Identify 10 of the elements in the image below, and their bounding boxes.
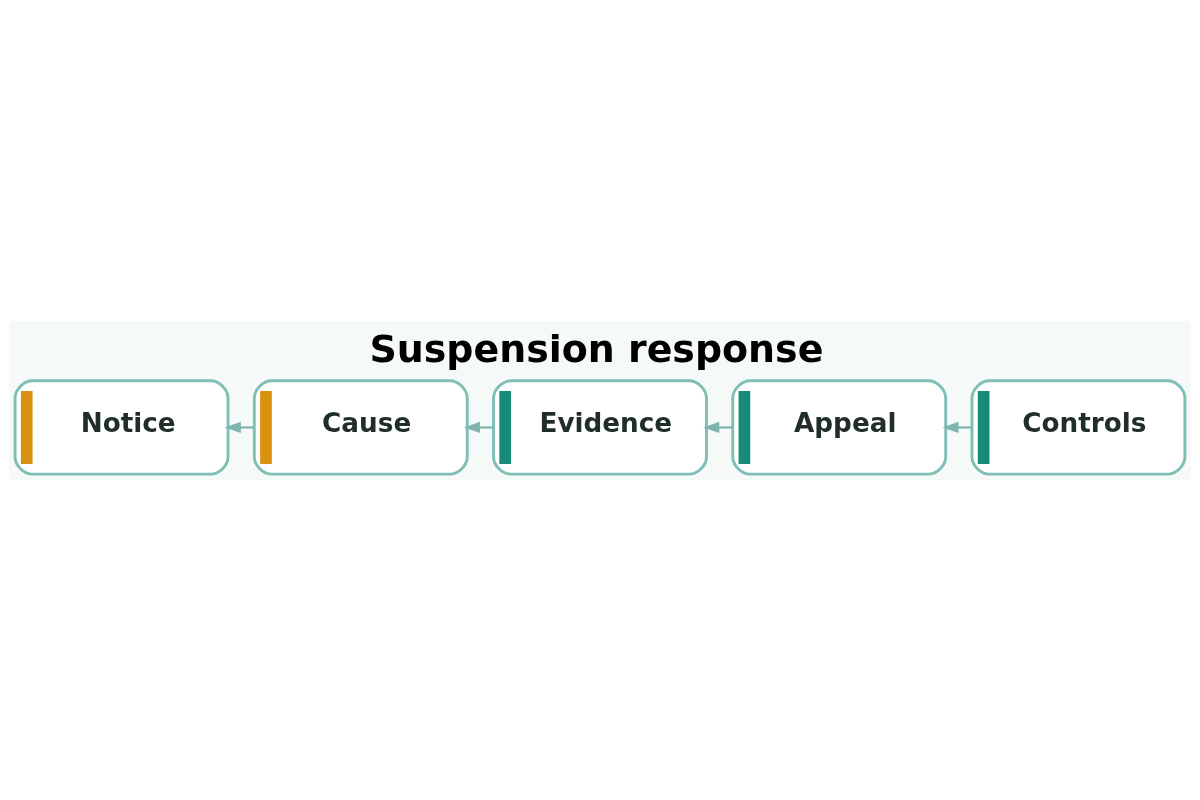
diagram-title: Suspension response [369,326,824,371]
arrow [464,421,493,433]
arrow [703,421,733,433]
node-box: Evidence [492,378,708,476]
node-box: Notice [13,378,230,476]
arrow [224,421,254,433]
arrow [942,421,972,433]
node-box: Controls [970,378,1187,476]
node-box: Cause [252,378,469,476]
node-box: Appeal [731,378,948,476]
